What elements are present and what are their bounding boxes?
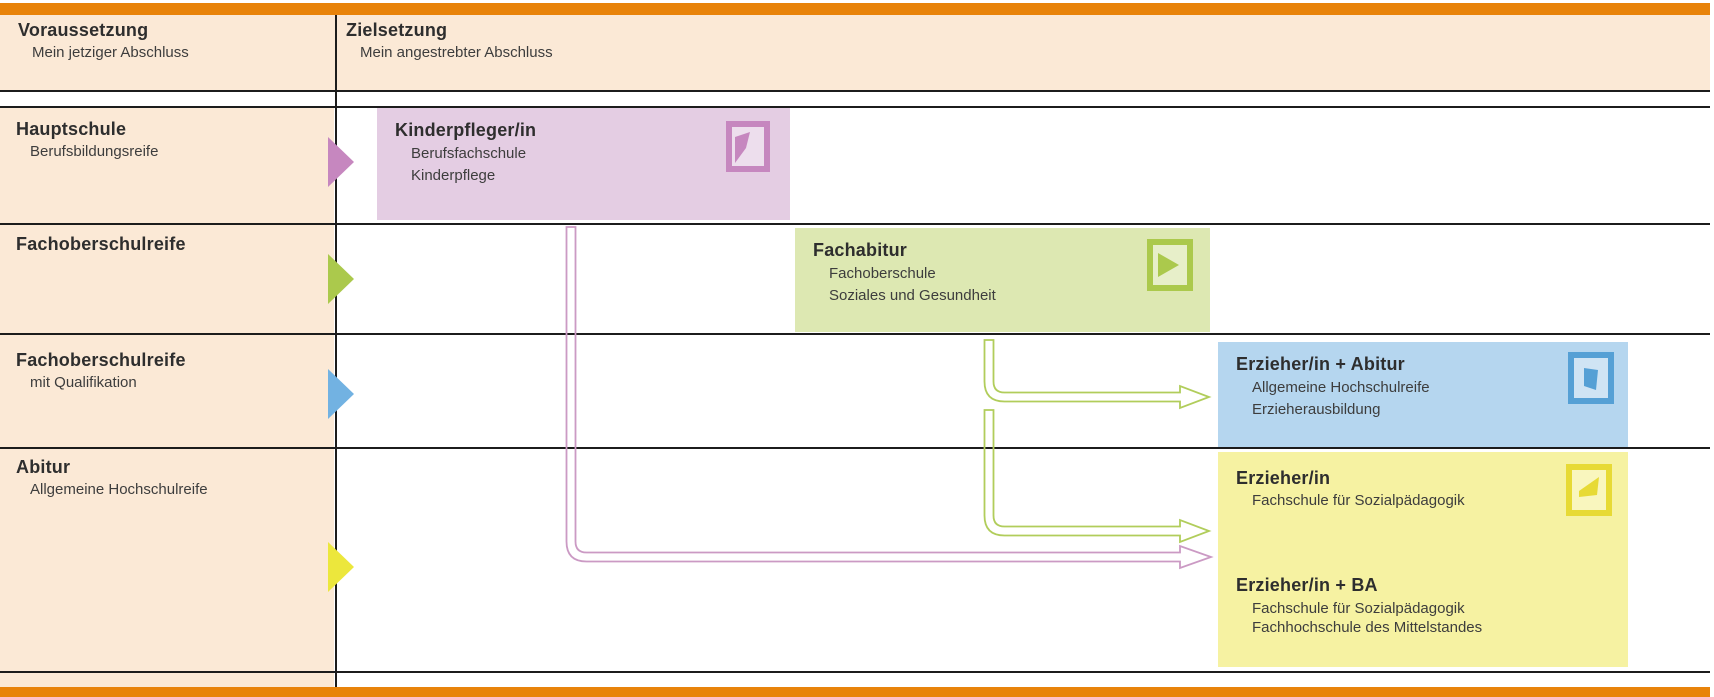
connector-fachabitur-to-erzieher xyxy=(983,409,1212,544)
prerequisite-column-background xyxy=(0,108,334,687)
header-right-subtitle: Mein angestrebter Abschluss xyxy=(360,44,553,61)
program-box-erzieher-group: Erzieher/in Fachschule für Sozialpädagog… xyxy=(1218,452,1628,667)
row-title: Fachoberschulreife xyxy=(16,234,186,254)
program-title: Fachabitur xyxy=(813,240,908,260)
top-orange-bar xyxy=(0,3,1710,15)
erzieher-abitur-signet-icon xyxy=(1568,352,1614,404)
row-subtitle: Berufsbildungsreife xyxy=(30,143,159,160)
program-title: Kinderpfleger/in xyxy=(395,120,537,140)
program-line1: Fachschule für Sozialpädagogik xyxy=(1252,600,1465,617)
header-zielsetzung: Zielsetzung Mein angestrebter Abschluss xyxy=(346,20,553,61)
header-left-subtitle: Mein jetziger Abschluss xyxy=(32,44,189,61)
row-divider-1 xyxy=(0,223,1710,225)
header-band xyxy=(0,15,1710,90)
program-box-erzieher-abitur: Erzieher/in + Abitur Allgemeine Hochschu… xyxy=(1218,342,1628,447)
row-subtitle: Allgemeine Hochschulreife xyxy=(30,481,208,498)
abitur-arrow-icon xyxy=(328,542,354,592)
header-right-title: Zielsetzung xyxy=(346,20,448,40)
row-title: Fachoberschulreife xyxy=(16,350,186,370)
prerequisite-abitur: Abitur Allgemeine Hochschulreife xyxy=(16,457,208,498)
program-line1: Berufsfachschule xyxy=(411,145,527,162)
fachabitur-signet-icon xyxy=(1147,239,1193,291)
column-divider-line xyxy=(335,15,337,687)
row-title: Abitur xyxy=(16,457,71,477)
prerequisite-fachoberschulreife: Fachoberschulreife xyxy=(16,234,186,255)
program-title: Erzieher/in + BA xyxy=(1236,575,1378,595)
prerequisite-fachoberschulreife-qualifikation: Fachoberschulreife mit Qualifikation xyxy=(16,350,186,391)
row-subtitle: mit Qualifikation xyxy=(30,374,137,391)
program-line2: Soziales und Gesundheit xyxy=(829,287,996,304)
program-line2: Fachhochschule des Mittelstandes xyxy=(1252,619,1483,636)
fachoberschulreife-qualifikation-arrow-icon xyxy=(328,369,354,419)
program-erzieher-ba: Erzieher/in + BA Fachschule für Sozialpä… xyxy=(1236,575,1482,637)
header-voraussetzung: Voraussetzung Mein jetziger Abschluss xyxy=(18,20,189,61)
prerequisite-hauptschule: Hauptschule Berufsbildungsreife xyxy=(16,119,158,160)
bottom-orange-bar xyxy=(0,687,1710,697)
row-title: Hauptschule xyxy=(16,119,127,139)
program-line2: Kinderpflege xyxy=(411,167,496,184)
program-box-fachabitur: Fachabitur Fachoberschule Soziales und G… xyxy=(795,228,1210,332)
fachoberschulreife-arrow-icon xyxy=(328,254,354,304)
program-line1: Allgemeine Hochschulreife xyxy=(1252,379,1430,396)
program-erzieher: Erzieher/in Fachschule für Sozialpädagog… xyxy=(1236,468,1465,509)
hauptschule-arrow-icon xyxy=(328,137,354,187)
connector-fachabitur-to-erzieher-abitur xyxy=(983,339,1212,410)
program-box-kinderpfleger: Kinderpfleger/in Berufsfachschule Kinder… xyxy=(377,108,790,220)
program-line1: Fachschule für Sozialpädagogik xyxy=(1252,492,1465,509)
content-bottom-line xyxy=(0,671,1710,673)
program-title: Erzieher/in xyxy=(1236,468,1331,488)
row-divider-2 xyxy=(0,333,1710,335)
kinderpfleger-signet-icon xyxy=(726,121,770,172)
header-left-title: Voraussetzung xyxy=(18,20,149,40)
program-title: Erzieher/in + Abitur xyxy=(1236,354,1405,374)
content-top-line xyxy=(0,106,1710,108)
program-line1: Fachoberschule xyxy=(829,265,936,282)
erzieher-signet-icon xyxy=(1566,464,1612,516)
row-divider-3 xyxy=(0,447,1710,449)
header-bottom-line xyxy=(0,90,1710,92)
program-line2: Erzieherausbildung xyxy=(1252,401,1381,418)
